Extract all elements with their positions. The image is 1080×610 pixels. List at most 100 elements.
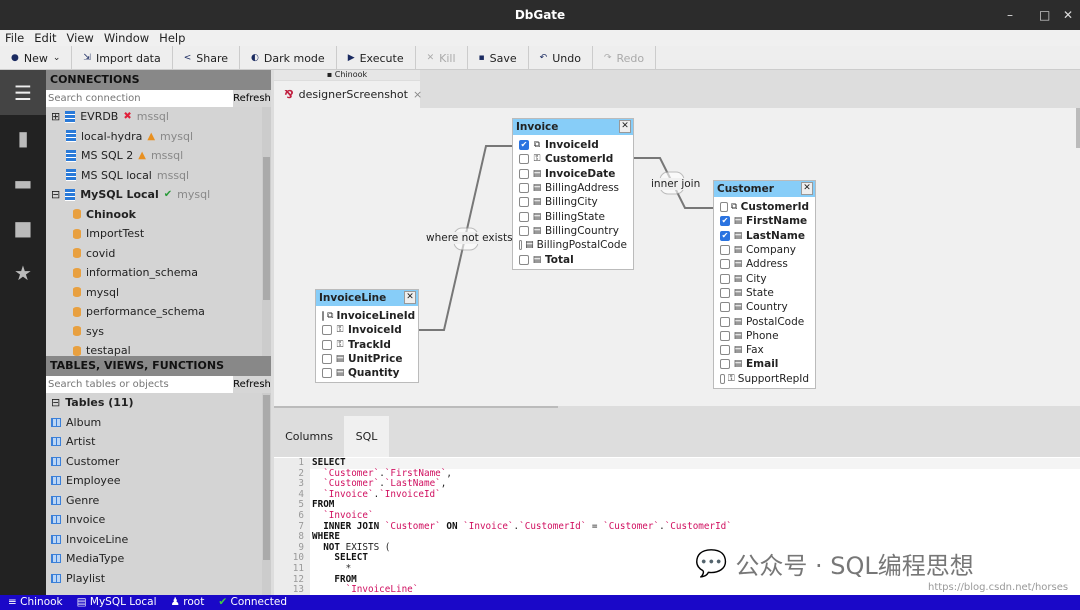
close-window-button[interactable]: ✕ <box>1063 8 1074 22</box>
column-checkbox[interactable] <box>720 302 730 313</box>
scrollbar[interactable] <box>262 393 271 595</box>
collapse-icon[interactable]: ⊟ <box>51 396 61 410</box>
column-checkbox[interactable] <box>519 168 529 179</box>
column-checkbox[interactable] <box>519 225 529 236</box>
share-button[interactable]: <Share <box>173 46 241 70</box>
table-header[interactable]: InvoiceLine✕ <box>316 290 418 306</box>
vertical-scrollbar[interactable] <box>1076 108 1080 148</box>
column-checkbox[interactable] <box>519 183 529 194</box>
save-button[interactable]: ▪Save <box>468 46 529 70</box>
column-checkbox[interactable]: ✔ <box>720 216 730 227</box>
database-icon[interactable]: ☰ <box>0 70 46 115</box>
database-item[interactable]: performance_schema <box>51 302 271 322</box>
table-box-invoiceline[interactable]: InvoiceLine✕⧉InvoiceLineId⚿InvoiceId⚿Tra… <box>315 289 419 384</box>
menu-file[interactable]: File <box>5 31 25 45</box>
star-icon[interactable]: ★ <box>14 260 32 285</box>
column-checkbox[interactable] <box>720 330 730 341</box>
menu-help[interactable]: Help <box>159 31 186 45</box>
tab-designer[interactable]: ⅋ designerScreenshot × <box>274 81 423 108</box>
table-item[interactable]: Genre <box>51 491 271 511</box>
column-checkbox[interactable]: ✔ <box>720 230 730 241</box>
kill-button[interactable]: ✕Kill <box>416 46 468 70</box>
menu-edit[interactable]: Edit <box>34 31 57 45</box>
column-checkbox[interactable] <box>322 354 332 365</box>
column-checkbox[interactable] <box>720 245 730 256</box>
search-tables-input[interactable] <box>46 376 233 393</box>
database-item[interactable]: covid <box>51 244 271 264</box>
column-checkbox[interactable] <box>720 373 725 384</box>
close-icon[interactable]: ✕ <box>801 182 813 195</box>
file-icon[interactable]: ▮ <box>17 125 29 150</box>
table-box-customer[interactable]: Customer✕⧉CustomerId✔▤FirstName✔▤LastNam… <box>713 180 816 389</box>
table-item[interactable]: Employee <box>51 471 271 491</box>
menu-window[interactable]: Window <box>103 31 150 45</box>
column-checkbox[interactable] <box>322 368 332 379</box>
table-header[interactable]: Customer✕ <box>714 181 815 197</box>
table-item[interactable]: Artist <box>51 432 271 452</box>
table-item[interactable]: Customer <box>51 452 271 472</box>
table-item[interactable]: Playlist <box>51 569 271 589</box>
table-box-invoice[interactable]: Invoice✕✔⧉InvoiceId⚿CustomerId▤InvoiceDa… <box>512 118 634 270</box>
scrollbar[interactable] <box>262 107 271 356</box>
column-checkbox[interactable]: ✔ <box>519 140 529 151</box>
column-checkbox[interactable] <box>720 345 730 356</box>
connection-item[interactable]: local-hydra▲mysql <box>51 127 271 147</box>
join-label-where-not-exists[interactable]: where not exists <box>426 232 513 244</box>
column-checkbox[interactable] <box>720 359 730 370</box>
undo-button[interactable]: ↶Undo <box>529 46 593 70</box>
close-icon[interactable]: ✕ <box>619 120 631 133</box>
database-item[interactable]: mysql <box>51 283 271 303</box>
new-button[interactable]: ●New⌄ <box>0 46 73 70</box>
import-data-button[interactable]: ⇲Import data <box>72 46 173 70</box>
column-checkbox[interactable] <box>519 240 523 251</box>
table-item[interactable]: Album <box>51 413 271 433</box>
refresh-objects-button[interactable]: Refresh <box>233 376 271 393</box>
connection-item[interactable]: ⊞EVRDB✖mssql <box>51 107 271 127</box>
database-item[interactable]: ImportTest <box>51 224 271 244</box>
close-icon[interactable]: ✕ <box>404 291 416 304</box>
table-item[interactable]: MediaType <box>51 549 271 569</box>
column-checkbox[interactable] <box>720 316 730 327</box>
column-checkbox[interactable] <box>519 254 529 265</box>
connection-item[interactable]: ⊟MySQL Local✔mysql <box>51 185 271 205</box>
column-checkbox[interactable] <box>519 211 529 222</box>
tab-sql[interactable]: SQL <box>344 416 389 457</box>
column-checkbox[interactable] <box>720 273 730 284</box>
connection-item[interactable]: MS SQL 2▲mssql <box>51 146 271 166</box>
designer-canvas[interactable]: where not exists inner join Invoice✕✔⧉In… <box>274 108 1080 408</box>
refresh-connections-button[interactable]: Refresh <box>233 90 271 107</box>
database-item[interactable]: Chinook <box>51 205 271 225</box>
dark-mode-button[interactable]: ◐Dark mode <box>240 46 337 70</box>
search-connection-input[interactable] <box>46 90 233 107</box>
join-label-inner-join[interactable]: inner join <box>651 178 701 190</box>
column-checkbox[interactable] <box>720 259 730 270</box>
table-item[interactable]: InvoiceLine <box>51 530 271 550</box>
tables-group[interactable]: ⊟Tables (11) <box>51 393 271 413</box>
database-item[interactable]: information_schema <box>51 263 271 283</box>
database-item[interactable]: sys <box>51 322 271 342</box>
execute-button[interactable]: ▶Execute <box>337 46 416 70</box>
database-item[interactable]: testapal <box>51 341 271 356</box>
menu-view[interactable]: View <box>66 31 94 45</box>
horizontal-scrollbar[interactable] <box>274 406 1080 408</box>
column-checkbox[interactable] <box>322 311 324 322</box>
minimize-button[interactable]: – <box>1007 8 1013 22</box>
plugin-icon[interactable]: ■ <box>13 215 33 240</box>
redo-button[interactable]: ↷Redo <box>593 46 657 70</box>
column-checkbox[interactable] <box>720 287 730 298</box>
table-header[interactable]: Invoice✕ <box>513 119 633 135</box>
table-item[interactable]: Invoice <box>51 510 271 530</box>
expand-icon[interactable]: ⊞ <box>51 110 61 124</box>
column-checkbox[interactable] <box>519 154 529 165</box>
tab-columns[interactable]: Columns <box>285 430 333 443</box>
close-tab-icon[interactable]: × <box>412 88 423 101</box>
maximize-button[interactable]: □ <box>1039 8 1051 22</box>
collapse-icon[interactable]: ⊟ <box>51 188 61 202</box>
column-checkbox[interactable] <box>720 202 728 213</box>
archive-icon[interactable]: ▬ <box>13 170 33 195</box>
column-checkbox[interactable] <box>519 197 529 208</box>
column-checkbox[interactable] <box>322 325 332 336</box>
column-checkbox[interactable] <box>322 339 332 350</box>
